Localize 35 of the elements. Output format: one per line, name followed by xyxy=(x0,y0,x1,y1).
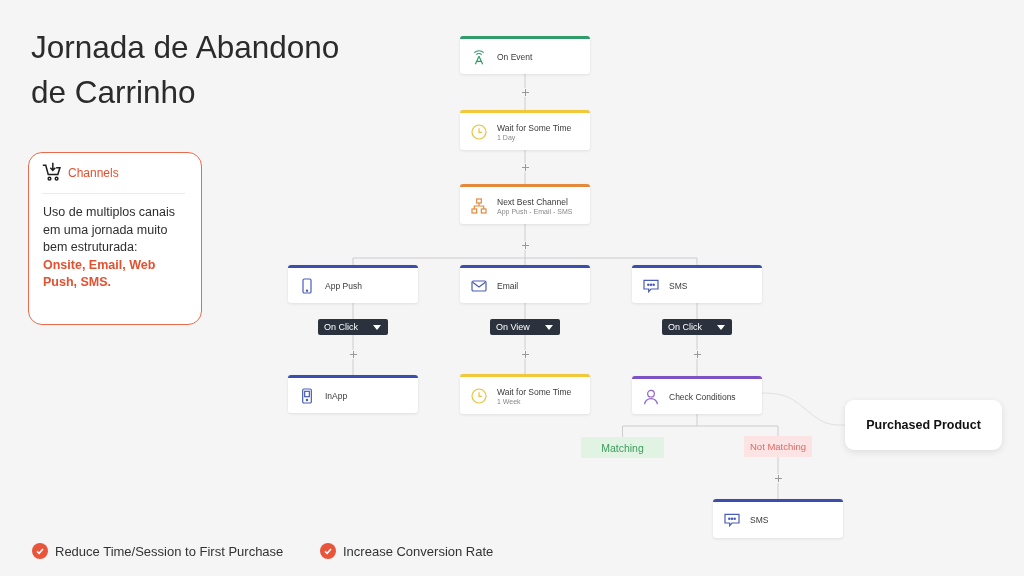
goal-text: Reduce Time/Session to First Purchase xyxy=(55,543,284,559)
step-title: Wait for Some Time xyxy=(497,122,572,133)
step-title: InApp xyxy=(325,390,348,401)
outcome-card: Purchased Product xyxy=(845,400,1002,450)
step-title: SMS xyxy=(750,515,769,525)
step-card xyxy=(632,376,762,414)
trigger-dropdown: On Click xyxy=(318,319,388,335)
page-title: Jornada de Abandono de Carrinho xyxy=(31,28,341,112)
step-title: Next Best Channel xyxy=(497,196,569,207)
step-title: Check Conditions xyxy=(669,391,736,402)
card-heading: Channels xyxy=(68,166,119,180)
no-match-label: Not Matching xyxy=(744,436,812,457)
step-card xyxy=(632,265,762,303)
step-title: Email xyxy=(497,280,519,291)
match-label: Matching xyxy=(581,437,664,458)
card-text: Uso de multiplos canais em uma jornada muito bem estruturada: Onsite, Email, Web Push, SMS. xyxy=(43,204,176,291)
step-card xyxy=(713,499,843,538)
goal-text: Increase Conversion Rate xyxy=(343,543,494,559)
step-card xyxy=(460,374,590,414)
step-title: On Event xyxy=(497,51,533,62)
step-card xyxy=(460,36,590,74)
step-card xyxy=(460,110,590,150)
trigger-dropdown: On Click xyxy=(662,319,732,335)
step-card xyxy=(288,265,418,303)
step-title: Wait for Some Time xyxy=(497,386,572,397)
step-title: SMS xyxy=(669,280,688,291)
connector-line xyxy=(352,223,698,266)
step-title: App Push xyxy=(325,280,362,291)
connector-line xyxy=(761,392,846,426)
info-card xyxy=(28,152,202,325)
connector-line xyxy=(622,413,779,438)
step-card xyxy=(460,184,590,224)
step-card xyxy=(460,265,590,303)
trigger-dropdown: On View xyxy=(490,319,560,335)
step-card xyxy=(288,375,418,413)
